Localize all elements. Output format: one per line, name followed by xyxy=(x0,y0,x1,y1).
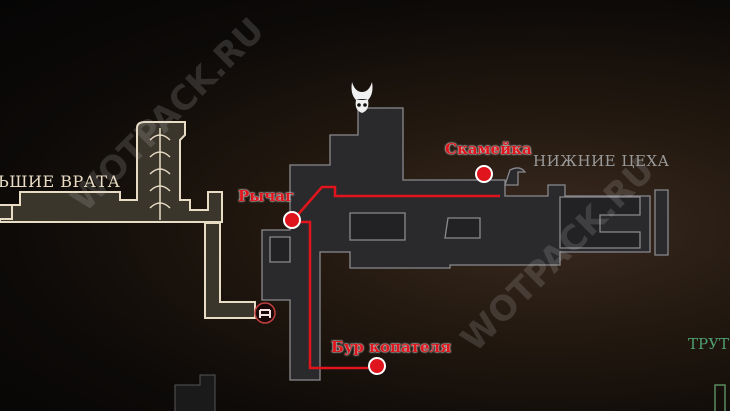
bench-label: Скамейка xyxy=(445,140,532,158)
faint-room-bottom xyxy=(174,374,216,411)
bench-icon[interactable] xyxy=(254,302,276,324)
lever-marker-icon[interactable] xyxy=(283,211,301,229)
drill-label: Бур копателя xyxy=(331,338,452,356)
dark-rooms xyxy=(261,107,669,381)
drill-marker-icon[interactable] xyxy=(368,357,386,375)
route-path xyxy=(294,185,500,370)
area-label-great-gates: ЬШИЕ ВРАТА xyxy=(0,172,121,191)
player-knight-icon xyxy=(351,82,373,113)
bench-marker-icon[interactable] xyxy=(475,165,493,183)
green-area-fragment xyxy=(714,384,726,411)
great-gates-region xyxy=(0,121,256,319)
spine-decoration xyxy=(149,128,171,220)
area-label-edge: ТРУТ xyxy=(688,335,729,353)
area-label-lower-workshops: НИЖНИЕ ЦЕХА xyxy=(533,152,670,170)
lever-label: Рычаг xyxy=(238,187,295,205)
